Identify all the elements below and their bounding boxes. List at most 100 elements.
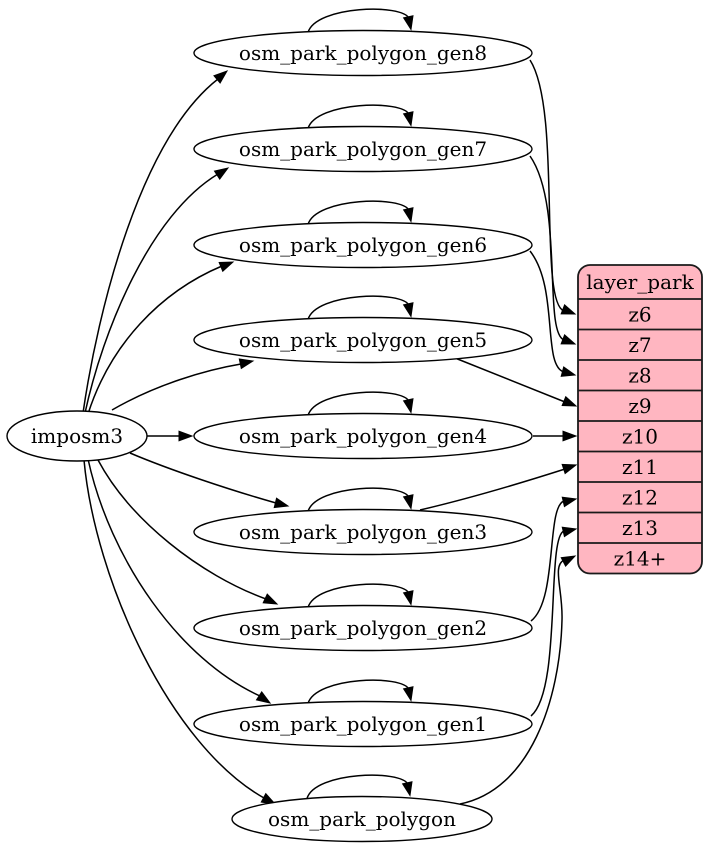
- node-label: osm_park_polygon_gen6: [239, 233, 487, 257]
- self-loop-edge: [307, 8, 410, 33]
- arrowhead-icon: [255, 691, 272, 704]
- edge-path: [530, 530, 565, 717]
- edge-imposm3-to-osm_park_polygon_gen6: [87, 261, 235, 415]
- edge-osm_park_polygon_gen4-to-osm_park_polygon_gen4: [307, 391, 414, 416]
- edge-osm_park_polygon-to-layer_park-z14+: [459, 555, 577, 805]
- node-imposm3: imposm3: [6, 410, 148, 462]
- arrowhead-icon: [561, 395, 578, 407]
- node-label: osm_park_polygon_gen8: [239, 41, 487, 65]
- node-osm_park_polygon_gen2: osm_park_polygon_gen2: [193, 604, 533, 652]
- edge-osm_park_polygon_gen2-to-layer_park-z12: [530, 496, 578, 622]
- row-label: z13: [622, 516, 658, 540]
- node-ellipse: [193, 604, 533, 652]
- table-row-z6: z6: [578, 298, 702, 326]
- edge-osm_park_polygon_gen1-to-osm_park_polygon_gen1: [307, 679, 414, 704]
- node-label: osm_park_polygon_gen7: [239, 137, 487, 161]
- self-loop-edge: [307, 391, 410, 416]
- row-label: z7: [628, 333, 651, 357]
- edge-osm_park_polygon_gen4-to-layer_park-z10: [533, 430, 578, 442]
- table-row-z8: z8: [578, 359, 702, 387]
- row-label: z10: [622, 424, 658, 448]
- table-row-z12: z12: [578, 481, 702, 509]
- edge-osm_park_polygon_gen2-to-osm_park_polygon_gen2: [307, 583, 414, 608]
- edge-path: [459, 559, 565, 805]
- arrowhead-icon: [560, 555, 577, 568]
- edge-imposm3-to-osm_park_polygon_gen8: [82, 70, 229, 414]
- arrowhead-icon: [401, 781, 413, 797]
- arrowhead-icon: [560, 304, 577, 315]
- edge-path: [82, 78, 219, 414]
- edge-path: [129, 452, 277, 504]
- self-loop-edge: [307, 200, 410, 225]
- arrowhead-icon: [178, 430, 194, 442]
- arrowhead-icon: [560, 366, 577, 377]
- node-ellipse: [193, 221, 533, 269]
- node-label: osm_park_polygon_gen4: [239, 424, 487, 448]
- node-label: osm_park_polygon_gen5: [239, 328, 487, 352]
- edge-imposm3-to-osm_park_polygon_gen3: [129, 452, 290, 509]
- arrowhead-icon: [402, 111, 414, 127]
- edge-osm_park_polygon_gen6-to-layer_park-z8: [529, 250, 577, 377]
- node-ellipse: [193, 125, 533, 173]
- edge-path: [529, 155, 565, 341]
- self-loop-edge: [307, 583, 410, 608]
- arrowhead-icon: [562, 430, 578, 442]
- edge-osm_park_polygon_gen6-to-osm_park_polygon_gen6: [307, 200, 414, 225]
- row-label: z14+: [614, 546, 667, 570]
- table-row-z14+: z14+: [578, 542, 702, 570]
- edge-imposm3-to-osm_park_polygon_gen1: [87, 458, 272, 704]
- table-row-z10: z10: [578, 420, 702, 448]
- edge-path: [530, 500, 565, 622]
- node-osm_park_polygon_gen6: osm_park_polygon_gen6: [193, 221, 533, 269]
- arrowhead-icon: [402, 686, 414, 702]
- edge-imposm3-to-osm_park_polygon_gen7: [84, 167, 230, 414]
- node-ellipse: [231, 795, 493, 843]
- edge-path: [97, 459, 267, 600]
- edge-path: [84, 173, 219, 414]
- node-ellipse: [193, 412, 533, 460]
- node-label: imposm3: [31, 424, 123, 448]
- arrowhead-icon: [213, 70, 229, 84]
- edge-path: [454, 357, 566, 403]
- arrowhead-icon: [561, 526, 578, 538]
- table-row-z11: z11: [578, 450, 702, 479]
- edge-osm_park_polygon_gen3-to-layer_park-z11: [419, 463, 578, 511]
- arrowhead-icon: [218, 261, 235, 273]
- self-loop-edge: [307, 679, 410, 704]
- row-label: z11: [622, 455, 658, 479]
- edge-imposm3-to-osm_park_polygon_gen4: [147, 430, 194, 442]
- edge-osm_park_polygon_gen1-to-layer_park-z13: [530, 526, 578, 717]
- node-osm_park_polygon_gen8: osm_park_polygon_gen8: [193, 29, 533, 77]
- self-loop-edge: [306, 774, 409, 799]
- node-ellipse: [6, 410, 148, 462]
- arrowhead-icon: [262, 593, 279, 605]
- edge-imposm3-to-osm_park_polygon_gen2: [97, 459, 279, 605]
- arrowhead-icon: [402, 494, 414, 510]
- edge-path: [419, 468, 566, 511]
- node-osm_park_polygon: osm_park_polygon: [231, 795, 493, 843]
- table-body: [577, 264, 703, 575]
- edge-path: [87, 265, 223, 415]
- node-ellipse: [193, 29, 533, 77]
- arrowhead-icon: [402, 590, 414, 606]
- arrowhead-icon: [561, 463, 578, 475]
- edge-path: [529, 59, 565, 312]
- edge-osm_park_polygon_gen5-to-osm_park_polygon_gen5: [307, 295, 414, 320]
- arrowhead-icon: [213, 167, 230, 180]
- arrowhead-icon: [402, 302, 414, 318]
- edge-imposm3-to-osm_park_polygon_gen5: [111, 358, 255, 411]
- arrowhead-icon: [560, 334, 577, 345]
- edge-osm_park_polygon_gen3-to-osm_park_polygon_gen3: [307, 487, 414, 512]
- edge-osm_park_polygon_gen8-to-layer_park-z6: [529, 59, 577, 315]
- arrowhead-icon: [402, 15, 414, 31]
- edge-osm_park_polygon-to-osm_park_polygon: [306, 774, 413, 799]
- self-loop-edge: [307, 295, 410, 320]
- table-row-z7: z7: [578, 328, 702, 357]
- node-label: osm_park_polygon: [268, 807, 456, 831]
- edge-path: [111, 363, 242, 411]
- node-ellipse: [193, 316, 533, 364]
- row-label: z6: [628, 302, 651, 326]
